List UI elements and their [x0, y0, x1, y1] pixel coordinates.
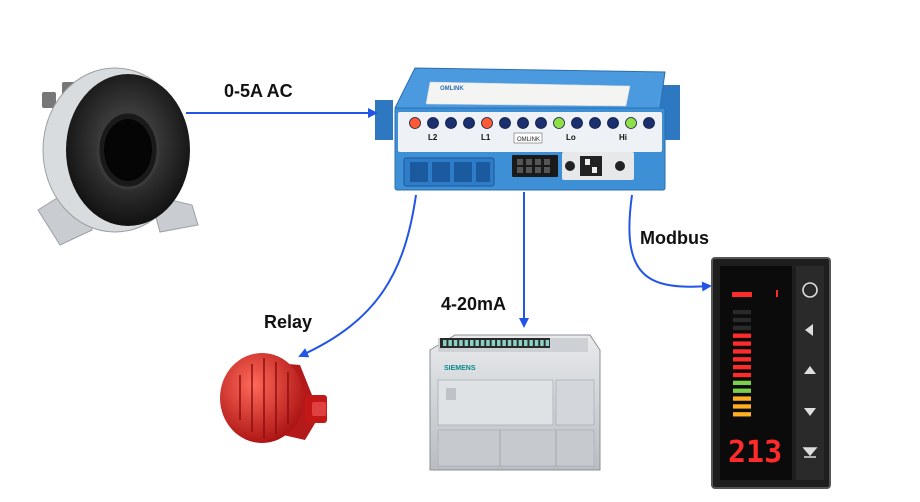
bargraph-segment — [733, 357, 751, 362]
bargraph-segment — [733, 372, 751, 378]
label-relay: Relay — [264, 312, 313, 332]
plc-terminal — [459, 340, 463, 346]
bargraph-segment — [733, 365, 751, 370]
bargraph-segment — [733, 341, 751, 346]
bargraph-segment — [733, 310, 751, 315]
plc-terminal — [524, 340, 528, 346]
bargraph-levels — [733, 310, 751, 417]
module-led — [463, 117, 475, 129]
module-leds — [409, 117, 655, 129]
up-arrow-button-icon[interactable] — [804, 366, 816, 374]
bargraph-segment — [733, 333, 751, 338]
plc-terminal — [475, 340, 479, 346]
signal-arrows — [186, 108, 712, 358]
plc-terminal — [507, 340, 512, 346]
led-label-l2: L2 — [428, 133, 438, 142]
led-label-lo: Lo — [566, 133, 576, 142]
module-led — [517, 117, 529, 129]
bargraph-segment — [733, 388, 751, 393]
plc-terminals — [443, 340, 550, 346]
led-label-l1: L1 — [481, 133, 491, 142]
bargraph-display: 213 — [711, 257, 831, 489]
plc-terminal — [448, 340, 452, 346]
left-arrow-button-icon[interactable] — [805, 324, 813, 336]
label-analog: 4-20mA — [441, 294, 507, 314]
arrow-modbus — [628, 194, 712, 292]
enter-button-icon[interactable] — [802, 447, 818, 458]
bargraph-segment — [733, 325, 751, 331]
down-arrow-button-icon[interactable] — [804, 408, 816, 416]
plc-terminal — [491, 340, 496, 346]
bargraph-segment — [733, 412, 751, 417]
module-led — [409, 117, 421, 129]
plc-terminal — [453, 340, 458, 346]
module-led — [553, 117, 565, 129]
plc-terminal — [486, 340, 490, 346]
plc-terminal — [497, 340, 501, 346]
label-modbus: Modbus — [640, 228, 709, 248]
bargraph-segment — [733, 404, 751, 409]
plc-terminal — [470, 340, 474, 346]
module-led — [427, 117, 439, 129]
bargraph-segment — [733, 396, 751, 401]
plc-terminal — [534, 340, 539, 346]
module-led — [625, 117, 637, 129]
plc-terminal — [464, 340, 469, 346]
plc-controller: SIEMENS — [429, 334, 601, 471]
module-led — [535, 117, 547, 129]
plc-terminal — [540, 340, 544, 346]
label-input: 0-5A AC — [224, 81, 293, 101]
plc-terminal — [529, 340, 533, 346]
module-led — [445, 117, 457, 129]
plc-brand: SIEMENS — [444, 365, 476, 372]
module-led — [607, 117, 619, 129]
plc-terminal — [502, 340, 506, 346]
current-transformer — [37, 67, 199, 246]
module-badge: OMLINK — [517, 137, 540, 143]
svg-text:OMLINK: OMLINK — [440, 86, 464, 92]
module-led — [499, 117, 511, 129]
plc-terminal — [518, 340, 523, 346]
siren-alarm — [220, 353, 327, 443]
display-reading: 213 — [728, 435, 782, 470]
power-button-icon[interactable] — [802, 282, 818, 298]
plc-terminal — [545, 340, 550, 346]
module-led — [481, 117, 493, 129]
led-label-hi: Hi — [619, 133, 627, 142]
arrow-relay — [298, 194, 417, 358]
bargraph-segment — [733, 317, 751, 323]
bargraph-segment — [733, 380, 751, 386]
bargraph-segment — [733, 349, 751, 354]
signal-converter-module: OMLINK L2 L1 Lo Hi OMLINK — [375, 67, 680, 191]
plc-terminal — [480, 340, 485, 346]
module-led — [643, 117, 655, 129]
plc-terminal — [443, 340, 447, 346]
module-led — [571, 117, 583, 129]
plc-terminal — [513, 340, 517, 346]
module-led — [589, 117, 601, 129]
